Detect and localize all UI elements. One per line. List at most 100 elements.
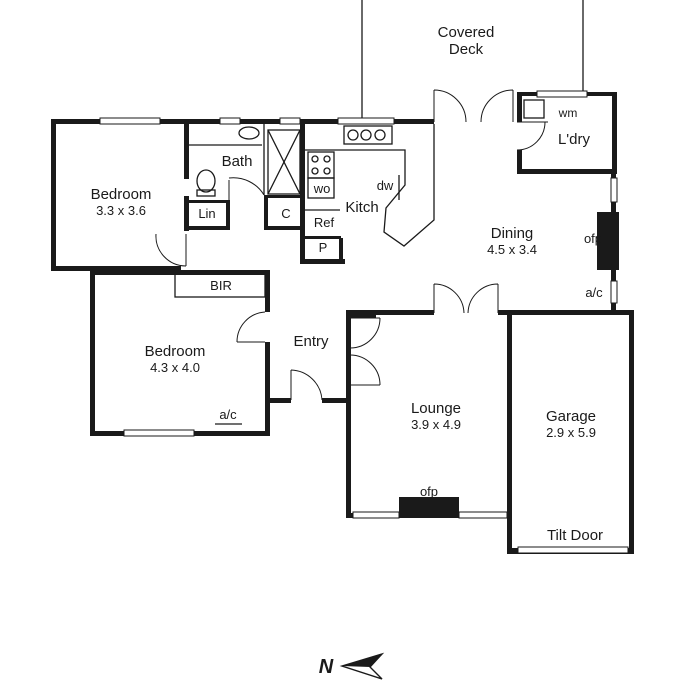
label-ofp-lounge: ofp — [420, 484, 438, 499]
wall — [184, 226, 230, 230]
door — [433, 283, 465, 314]
fireplace-lounge — [399, 497, 459, 517]
wall — [226, 200, 230, 230]
toilet-icon — [196, 169, 216, 193]
cooktop-burner — [323, 167, 331, 175]
toilet-cistern — [196, 189, 216, 197]
label-lin: Lin — [198, 206, 215, 221]
wall — [90, 270, 95, 436]
wall — [498, 310, 512, 315]
cooktop — [307, 151, 335, 179]
label-wo: wo — [313, 181, 331, 196]
wall — [265, 342, 270, 436]
label-bedroom2: Bedroom — [145, 343, 206, 360]
wall — [322, 398, 350, 403]
label-garage-size: 2.9 x 5.9 — [546, 425, 596, 440]
door — [349, 354, 381, 386]
window — [352, 511, 400, 519]
laundry-tub — [523, 99, 545, 119]
bathtub — [267, 129, 301, 195]
wall — [507, 310, 512, 554]
wall — [517, 92, 522, 122]
window — [99, 117, 161, 125]
label-kitchen: Kitch — [345, 199, 378, 216]
label-covered: Covered — [438, 24, 495, 41]
fireplace-dining — [597, 212, 619, 270]
label-ofp-dining: ofp — [584, 231, 602, 246]
window — [610, 177, 618, 203]
wall — [612, 92, 617, 174]
wall — [51, 266, 181, 271]
label-wm: wm — [558, 106, 578, 120]
window — [279, 117, 301, 125]
label-dining-size: 4.5 x 3.4 — [487, 242, 537, 257]
bathtub-x — [267, 129, 301, 195]
wall — [300, 119, 305, 264]
wall — [264, 226, 304, 230]
wall — [265, 398, 291, 403]
wall — [264, 195, 268, 230]
door — [155, 233, 187, 267]
north-compass: N — [319, 652, 385, 680]
wall — [611, 300, 616, 314]
label-dw: dw — [377, 178, 394, 193]
basin-icon — [238, 126, 260, 140]
door — [433, 89, 467, 123]
door — [290, 369, 323, 401]
cooktop-burner — [311, 167, 319, 175]
label-dining: Dining — [491, 225, 534, 242]
sink-bowl — [360, 129, 372, 141]
compass-label: N — [319, 656, 334, 678]
wall — [51, 119, 56, 271]
label-laundry: L'dry — [558, 131, 591, 148]
window — [337, 117, 395, 125]
door — [467, 283, 499, 314]
label-ac-bedroom: a/c — [219, 407, 237, 422]
label-garage: Garage — [546, 408, 596, 425]
label-bedroom1-size: 3.3 x 3.6 — [96, 203, 146, 218]
sink-bowl — [374, 129, 386, 141]
label-bedroom2-size: 4.3 x 4.0 — [150, 360, 200, 375]
door — [236, 311, 266, 343]
window — [219, 117, 241, 125]
wall — [346, 310, 434, 315]
wall — [346, 313, 376, 318]
door — [516, 121, 548, 151]
label-lounge-size: 3.9 x 4.9 — [411, 417, 461, 432]
wall — [346, 313, 351, 518]
wall — [611, 174, 616, 180]
label-pantry: P — [319, 240, 328, 255]
wall — [90, 270, 270, 275]
label-bath: Bath — [222, 153, 253, 170]
label-entry: Entry — [293, 333, 329, 350]
window — [123, 429, 195, 437]
cooktop-burner — [323, 155, 331, 163]
wall — [266, 195, 304, 198]
label-deck: Deck — [449, 41, 484, 58]
cooktop-burner — [311, 155, 319, 163]
wall — [507, 310, 634, 315]
kitchen-bench — [305, 124, 435, 247]
window — [536, 90, 588, 98]
wall — [629, 310, 634, 554]
label-cupboard: C — [281, 206, 290, 221]
wall — [305, 259, 345, 264]
door — [349, 317, 381, 349]
label-tilt-door: Tilt Door — [547, 527, 603, 544]
wall — [265, 270, 270, 312]
window — [458, 511, 508, 519]
north-arrow-fill — [342, 654, 382, 667]
label-ac-dining: a/c — [585, 285, 603, 300]
wall — [517, 169, 617, 174]
wall — [184, 196, 189, 231]
window — [610, 280, 618, 304]
wall — [184, 119, 189, 179]
label-ref: Ref — [314, 215, 335, 230]
garage-tilt-door — [517, 546, 629, 554]
door — [228, 177, 265, 200]
bir-box — [174, 270, 266, 298]
wall — [339, 238, 343, 264]
wall — [184, 119, 434, 124]
wall-oven — [307, 177, 335, 199]
